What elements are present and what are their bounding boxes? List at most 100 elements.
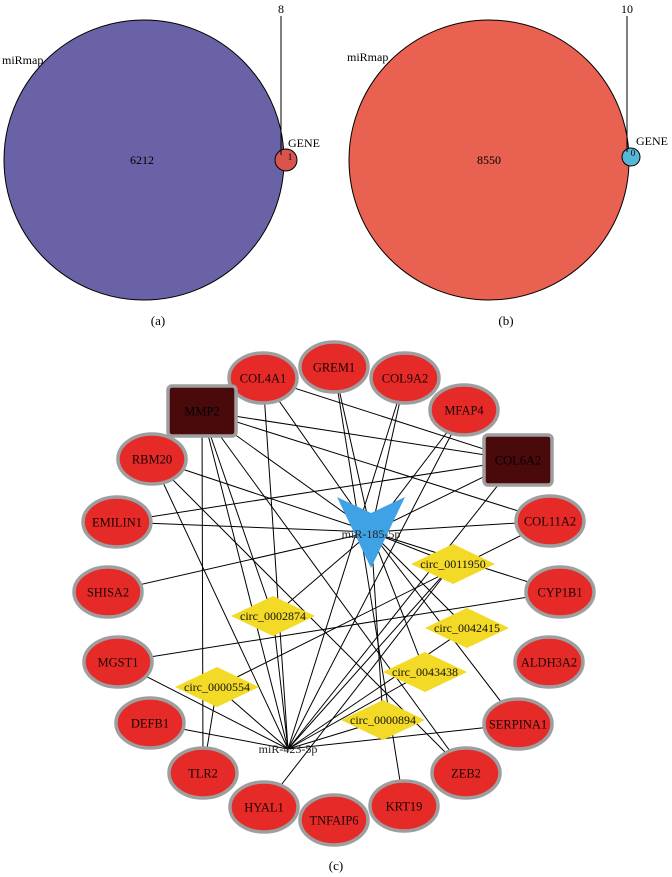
gene-node-emilin1: EMILIN1	[81, 495, 153, 549]
gene-node-tlr2: TLR2	[167, 746, 239, 800]
edge-mir-423-5p-circ-0002874	[272, 615, 289, 750]
gene-label: SHISA2	[87, 585, 129, 599]
gene-node-zeb2: ZEB2	[430, 746, 502, 800]
gene-node-tnfaip6: TNFAIP6	[298, 793, 370, 847]
gene-label: CYP1B1	[537, 585, 582, 599]
gene-ellipse	[513, 635, 585, 689]
edge-mir-423-5p-mmp2	[201, 410, 289, 750]
gene-ellipse	[428, 383, 500, 437]
edge-mir-185-5p-shisa2	[107, 531, 372, 593]
gene-label: TNFAIP6	[309, 813, 358, 827]
gene-ellipse	[72, 565, 144, 619]
panel-b-label: (b)	[498, 313, 513, 328]
venn-b-mirmap-label: miRmap	[347, 50, 388, 64]
venn-a-big-count: 6212	[130, 153, 154, 167]
network-nodes: circ_0011950 circ_0002874 circ_0042415circ…	[72, 340, 596, 847]
gene-ellipse	[81, 495, 153, 549]
venn-b-overlap-count: 10	[621, 2, 633, 16]
gene-label: SERPINA1	[489, 717, 547, 731]
edge-mir-423-5p-circ-0042415	[287, 627, 468, 750]
hub-gene-node-col6a2: COL6A2	[482, 433, 554, 487]
circrna-label: circ_0011950	[420, 557, 486, 571]
hub-gene-square	[482, 433, 554, 487]
gene-node-col9a2: COL9A2	[369, 351, 441, 405]
gene-node-hyal1: HYAL1	[228, 780, 300, 834]
gene-ellipse	[482, 697, 554, 751]
edge-emilin1-col6a2	[116, 459, 519, 523]
venn-a-mirmap-label: miRmap	[2, 53, 43, 67]
gene-label: DEFB1	[131, 716, 169, 730]
gene-node-cyp1b1: CYP1B1	[524, 565, 596, 619]
gene-node-shisa2: SHISA2	[72, 565, 144, 619]
gene-label: ZEB2	[451, 766, 481, 780]
gene-ellipse	[369, 351, 441, 405]
edge-mir-185-5p-rbm20	[151, 458, 372, 533]
circrna-node-circ-0011950: circ_0011950	[411, 544, 495, 584]
edge-mir-423-5p-mfap4	[287, 409, 465, 750]
mirna-node-mir-185-5p: miR-185-5p	[337, 497, 405, 568]
venn-a-gene-circle	[274, 148, 298, 172]
venn-panel-b: 10 miRmap 8550 GENE 0 (b)	[347, 2, 668, 328]
gene-label: RBM20	[132, 452, 172, 466]
edge-mir-185-5p-circ-0002874	[272, 531, 372, 617]
gene-node-krt19: KRT19	[368, 779, 440, 833]
gene-node-mfap4: MFAP4	[428, 383, 500, 437]
gene-label: ALDH3A2	[521, 655, 577, 669]
edge-mmp2-zeb2	[201, 410, 467, 774]
gene-ellipse	[82, 635, 154, 689]
hub-gene-square	[166, 384, 238, 438]
gene-node-grem1: GREM1	[298, 340, 370, 394]
circrna-node-circ-0000894: circ_0000894	[341, 700, 425, 740]
circrna-diamond	[425, 608, 509, 648]
gene-ellipse	[430, 746, 502, 800]
edge-mir-423-5p-circ-0011950	[287, 563, 454, 750]
circrna-diamond	[411, 544, 495, 584]
edge-mir-423-5p-rbm20	[151, 458, 289, 750]
gene-node-serpina1: SERPINA1	[482, 697, 554, 751]
edge-mgst1-cyp1b1	[117, 591, 561, 663]
gene-ellipse	[368, 779, 440, 833]
edge-hyal1-circ-0011950	[263, 563, 454, 808]
mirna-node-mir-423-5p: miR-423-5p	[259, 742, 318, 756]
edge-mir-185-5p-circ-0042415	[370, 531, 468, 629]
edge-mmp2-tlr2	[201, 410, 204, 774]
mirna-label: miR-423-5p	[259, 742, 318, 756]
edge-mir-423-5p-col6a2	[287, 459, 519, 750]
gene-label: MGST1	[98, 655, 139, 669]
gene-label: COL9A2	[382, 371, 429, 385]
panel-a-label: (a)	[151, 313, 165, 328]
circrna-diamond	[231, 596, 315, 636]
gene-label: KRT19	[386, 799, 423, 813]
circrna-diamond	[383, 652, 467, 692]
gene-ellipse	[524, 565, 596, 619]
mirna-label: miR-185-5p	[342, 527, 401, 541]
venn-b-gene-circle	[621, 147, 641, 167]
circrna-node-circ-0042415: circ_0042415	[425, 608, 509, 648]
circrna-node-circ-0000554: circ_0000554	[175, 667, 259, 707]
gene-label: COL4A1	[240, 371, 287, 385]
hub-gene-label: COL6A2	[495, 453, 542, 467]
gene-ellipse	[298, 340, 370, 394]
gene-node-aldh3a2: ALDH3A2	[513, 635, 585, 689]
circrna-label: circ_0002874	[240, 609, 306, 623]
edge-col4a1-col6a2	[262, 377, 519, 461]
venn-a-small-count: 1	[288, 152, 293, 162]
circrna-diamond	[175, 667, 259, 707]
gene-label: EMILIN1	[92, 515, 142, 529]
gene-ellipse	[167, 746, 239, 800]
circrna-node-circ-0043438: circ_0043438	[383, 652, 467, 692]
edge-col11a2-circ-0000554	[216, 520, 551, 688]
gene-label: COL11A2	[524, 514, 576, 528]
circrna-node-circ-0002874: circ_0002874	[231, 596, 315, 636]
gene-ellipse	[228, 780, 300, 834]
edge-mir-423-5p-col4a1	[262, 377, 289, 750]
mirna-v-shape	[337, 497, 405, 568]
edge-mmp2-col6a2	[201, 410, 519, 461]
gene-node-col11a2: COL11A2	[514, 494, 586, 548]
network-edges	[107, 366, 561, 808]
circrna-label: circ_0000894	[350, 713, 416, 727]
edge-mmp2-col11a2	[201, 410, 551, 522]
edge-mir-185-5p-circ-0043438	[370, 531, 426, 673]
circrna-label: circ_0042415	[434, 621, 500, 635]
